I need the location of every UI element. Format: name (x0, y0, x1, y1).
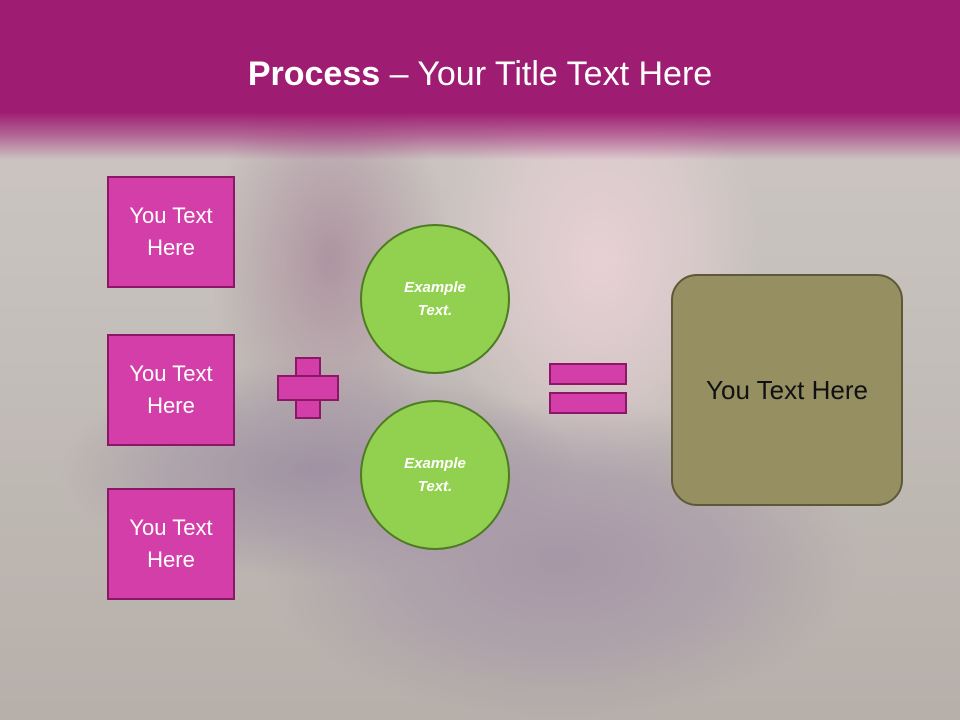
header-band (0, 0, 960, 160)
text-box-1: You Text Here (107, 176, 235, 288)
example-circle-1: Example Text. (360, 224, 510, 374)
title-rest: – Your Title Text Here (380, 55, 713, 93)
text-box-2: You Text Here (107, 334, 235, 446)
slide-title: Process – Your Title Text Here (0, 52, 960, 96)
title-bold: Process (247, 55, 381, 93)
text-box-3: You Text Here (107, 488, 235, 600)
example-circle-2: Example Text. (360, 400, 510, 550)
result-box: You Text Here (671, 274, 903, 506)
